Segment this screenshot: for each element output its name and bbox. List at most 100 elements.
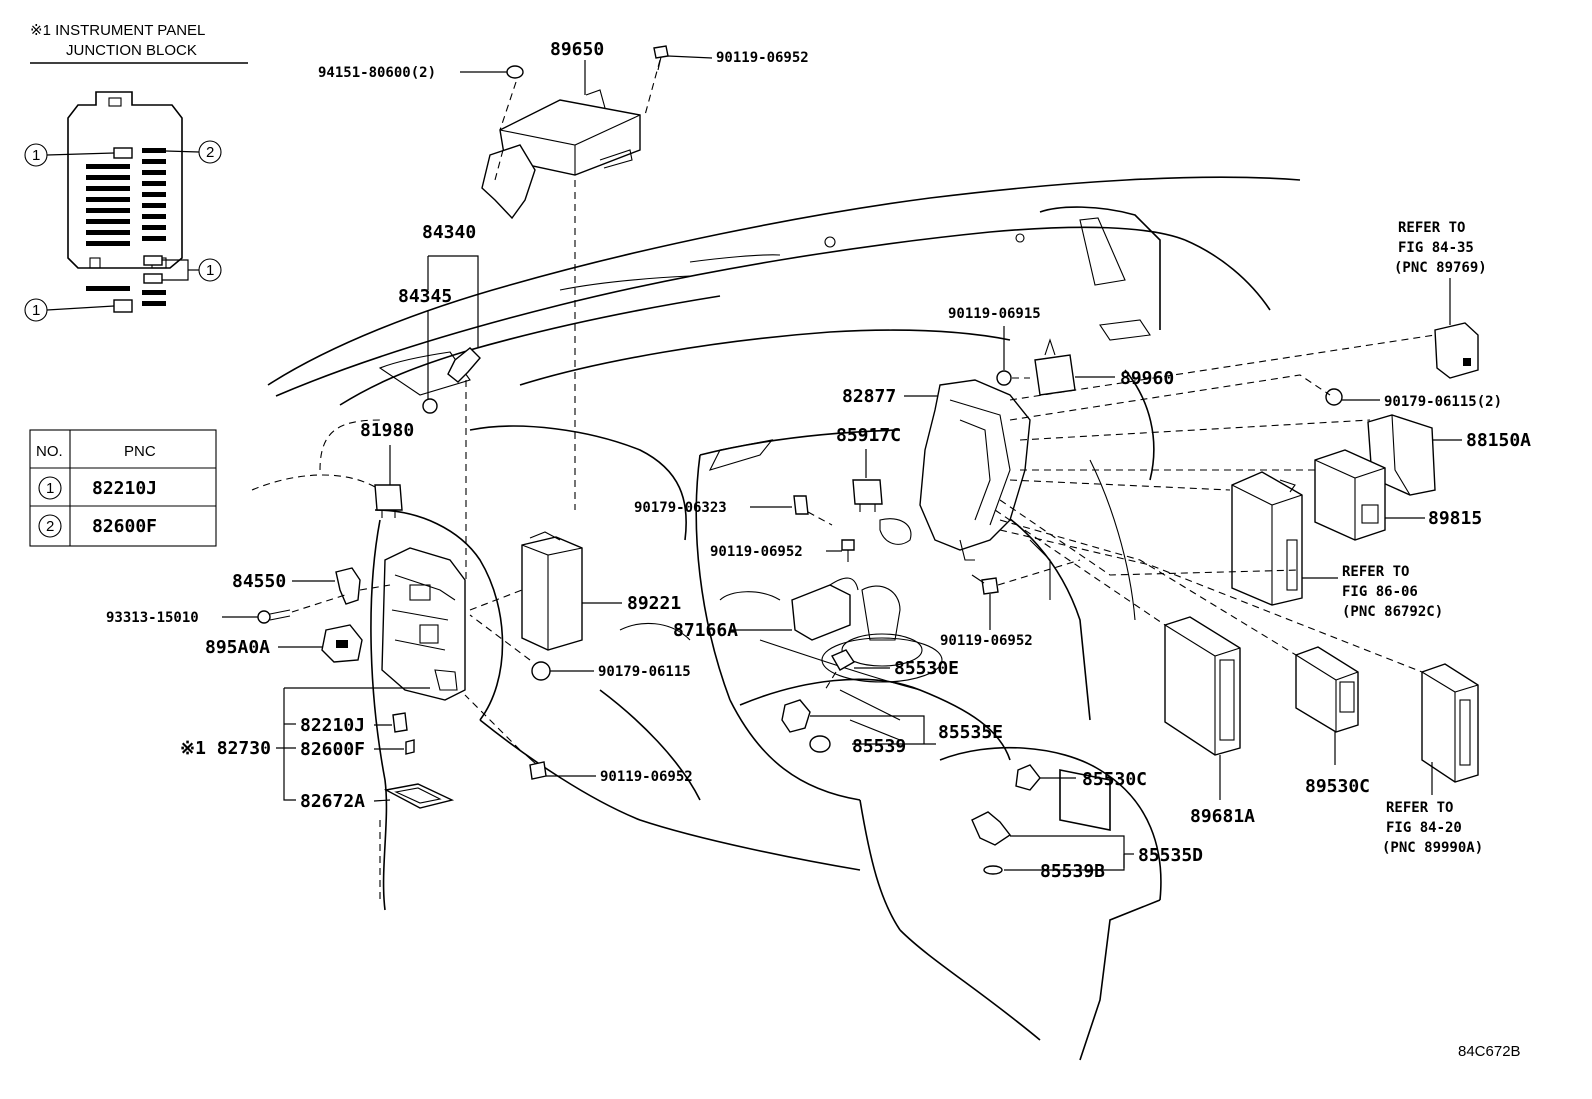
label-85535D: 85535D	[1138, 845, 1203, 866]
label-90119-06915: 90119-06915	[948, 306, 1041, 322]
part-82877-bracket: 82877	[842, 379, 1031, 561]
refer-note-86-06-line2: FIG 86-06	[1342, 584, 1418, 600]
label-82877: 82877	[842, 386, 896, 407]
part-85530E-socket: 85530E	[824, 649, 959, 691]
callout-number: 1	[32, 147, 40, 164]
label-90119-06952-top: 90119-06952	[716, 50, 809, 66]
label-87166A: 87166A	[673, 620, 738, 641]
refer-note-84-35: REFER TO FIG 84-35 (PNC 89769)	[1394, 220, 1487, 379]
part-89221-ecu: 89221	[469, 531, 681, 651]
pnc-table-row-no: 2	[46, 518, 54, 535]
part-82730-group: ※1 82730 82210J 82600F 82672A	[180, 687, 455, 900]
label-85539B: 85539B	[1040, 861, 1105, 882]
callout-number: 1	[206, 262, 214, 279]
label-93313-15010: 93313-15010	[106, 610, 199, 626]
refer-note-84-20: REFER TO FIG 84-20 (PNC 89990A)	[1382, 663, 1483, 856]
label-89221: 89221	[627, 593, 681, 614]
part-89530C-ecu: 89530C	[1295, 646, 1370, 797]
pnc-table-row-pnc: 82210J	[92, 478, 157, 499]
part-90119-06915-bolt: 90119-06915	[948, 306, 1041, 386]
part-895A0A-connector: 895A0A	[205, 624, 363, 663]
label-90119-06952-right: 90119-06952	[940, 633, 1033, 649]
part-refer-86-06-ecu: REFER TO FIG 86-06 (PNC 86792C)	[1231, 471, 1443, 620]
label-88150A: 88150A	[1466, 430, 1531, 451]
label-85530C: 85530C	[1082, 769, 1147, 790]
label-90179-06115: 90179-06115	[598, 664, 691, 680]
part-89960-sensor: 89960	[1034, 338, 1174, 396]
fuse-slots-left	[86, 147, 133, 313]
part-89681A-ecu: 89681A	[1164, 616, 1255, 827]
label-895A0A: 895A0A	[205, 637, 270, 658]
part-88150A-module: 88150A	[1367, 414, 1531, 496]
instrument-panel-outline	[251, 176, 1301, 1061]
pnc-table-row-pnc: 82600F	[92, 516, 157, 537]
label-90179-06115-2: 90179-06115(2)	[1384, 394, 1502, 410]
callout-number: 2	[206, 144, 214, 161]
label-81980: 81980	[360, 420, 414, 441]
refer-note-84-35-line1: REFER TO	[1398, 220, 1465, 236]
pnc-table-row-no: 1	[46, 480, 54, 497]
refer-note-84-20-line2: FIG 84-20	[1386, 820, 1462, 836]
junction-block-title-line2: JUNCTION BLOCK	[66, 42, 197, 59]
label-89815: 89815	[1428, 508, 1482, 529]
label-94151-80600: 94151-80600(2)	[318, 65, 436, 81]
refer-note-84-35-line2: FIG 84-35	[1398, 240, 1474, 256]
part-85530C-socket: 85530C	[1015, 764, 1147, 791]
block-tab	[108, 97, 122, 107]
part-94151-80600-nut: 94151-80600(2)	[318, 65, 524, 81]
label-90119-06952-low: 90119-06952	[600, 769, 693, 785]
label-89681A: 89681A	[1190, 806, 1255, 827]
label-85539: 85539	[852, 736, 906, 757]
label-89530C: 89530C	[1305, 776, 1370, 797]
part-81980-relay: 81980	[360, 420, 414, 518]
label-84550: 84550	[232, 571, 286, 592]
pnc-table-header-no: NO.	[36, 443, 63, 460]
refer-note-84-20-line1: REFER TO	[1386, 800, 1453, 816]
part-90119-06952-top-bolt: 90119-06952	[653, 45, 809, 71]
figure-code: 84C672B	[1458, 1043, 1521, 1060]
refer-note-84-35-line3: (PNC 89769)	[1394, 260, 1487, 276]
part-87166A-module: 87166A	[673, 577, 859, 641]
part-84340-84345: 84340 84345	[398, 222, 481, 580]
part-instrument-junction-block-assy	[381, 547, 466, 701]
fuse-slots-right	[142, 148, 166, 306]
part-90179-06323-clip: 90179-06323	[634, 495, 833, 526]
label-82730: ※1 82730	[180, 738, 271, 759]
label-85535E: 85535E	[938, 722, 1003, 743]
label-85530E: 85530E	[894, 658, 959, 679]
part-90179-06115-nut: 90179-06115	[469, 614, 691, 681]
label-82600F: 82600F	[300, 739, 365, 760]
label-90179-06323: 90179-06323	[634, 500, 727, 516]
part-90179-06115-2-nut: 90179-06115(2)	[1325, 388, 1502, 410]
part-89650-module: 89650	[481, 39, 661, 510]
part-85917C-relay: 85917C	[836, 425, 901, 512]
pnc-table-header-pnc: PNC	[124, 443, 156, 460]
label-82672A: 82672A	[300, 791, 365, 812]
junction-block-inset: ※1 INSTRUMENT PANEL JUNCTION BLOCK	[24, 22, 248, 322]
refer-note-84-20-line3: (PNC 89990A)	[1382, 840, 1483, 856]
label-90119-06952-mid: 90119-06952	[710, 544, 803, 560]
junction-block-outline	[67, 91, 183, 269]
part-85535D-group: 85535D 85539B	[971, 811, 1203, 882]
part-85535E-group: 85535E 85539	[781, 699, 1003, 757]
part-90119-06952-mid-bolt: 90119-06952	[710, 539, 855, 562]
label-84340: 84340	[422, 222, 476, 243]
part-93313-15010-screw: 93313-15010	[106, 594, 346, 626]
pnc-table-border	[29, 429, 217, 547]
label-82210J: 82210J	[300, 715, 365, 736]
part-84550-switch: 84550	[232, 567, 391, 605]
refer-note-86-06-line3: (PNC 86792C)	[1342, 604, 1443, 620]
label-89650: 89650	[550, 39, 604, 60]
pnc-table: NO. PNC 1 82210J 2 82600F	[29, 429, 217, 547]
label-85917C: 85917C	[836, 425, 901, 446]
junction-block-title-line1: ※1 INSTRUMENT PANEL	[30, 22, 205, 39]
label-84345: 84345	[398, 286, 452, 307]
assembly-dash-lines	[994, 334, 1436, 673]
callout-number: 1	[32, 302, 40, 319]
block-foot-left	[89, 257, 101, 269]
part-90119-06952-right-bolt: 90119-06952	[940, 559, 1081, 649]
refer-note-86-06-line1: REFER TO	[1342, 564, 1409, 580]
part-90119-06952-low-bolt: 90119-06952	[464, 694, 693, 785]
part-89815-module: 89815	[1314, 449, 1482, 541]
